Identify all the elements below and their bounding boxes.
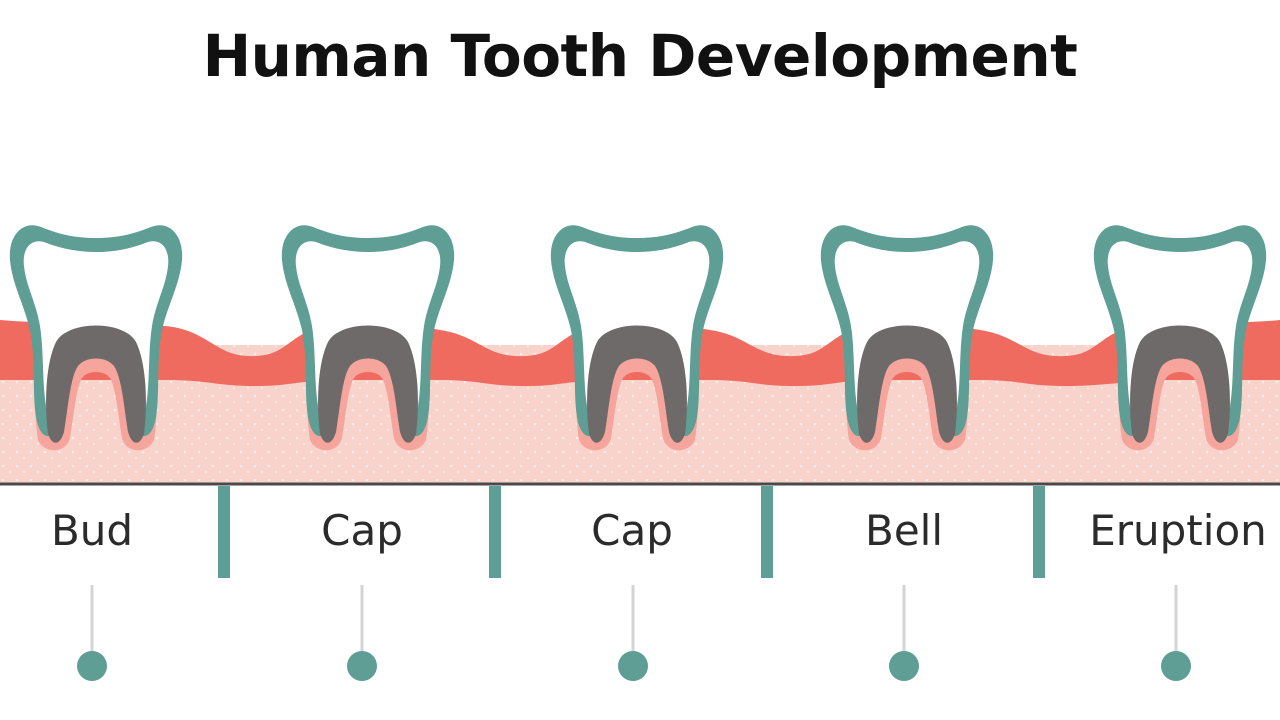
stage-divider [218,486,230,578]
tooth-pulp [587,325,687,443]
stage-marker [618,585,648,681]
stage-label-bell: Bell [865,506,943,555]
stage-label-eruption: Eruption [1089,506,1267,555]
tooth-pulp [318,325,418,443]
stage-divider [1033,486,1045,578]
tooth-illustration [820,225,994,451]
stage-marker [889,585,919,681]
stage-marker [1161,585,1191,681]
stage-label-bud: Bud [51,506,133,555]
stage-divider [489,486,501,578]
tooth-illustration [1093,225,1267,451]
tooth-pulp [1130,325,1230,443]
diagram-title: Human Tooth Development [202,22,1078,90]
tooth-illustration [550,225,724,451]
tooth-illustration [9,225,183,451]
tooth-pulp [46,325,146,443]
stage-label-cap-2: Cap [591,506,673,555]
stage-divider [761,486,773,578]
stage-label-cap-1: Cap [321,506,403,555]
tooth-pulp [857,325,957,443]
stage-marker [77,585,107,681]
teeth-row [9,225,1267,451]
tooth-illustration [281,225,455,451]
stage-marker [347,585,377,681]
